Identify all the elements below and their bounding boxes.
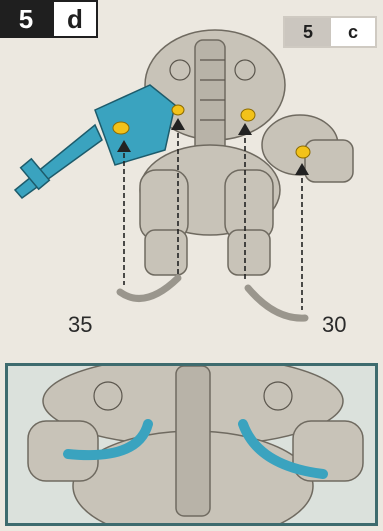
detail-inset <box>5 363 378 526</box>
robot-body <box>140 30 353 275</box>
part-label-right: 30 <box>322 312 346 338</box>
loose-cables <box>120 278 305 318</box>
part-label-left: 35 <box>68 312 92 338</box>
inset-illustration <box>8 366 378 526</box>
